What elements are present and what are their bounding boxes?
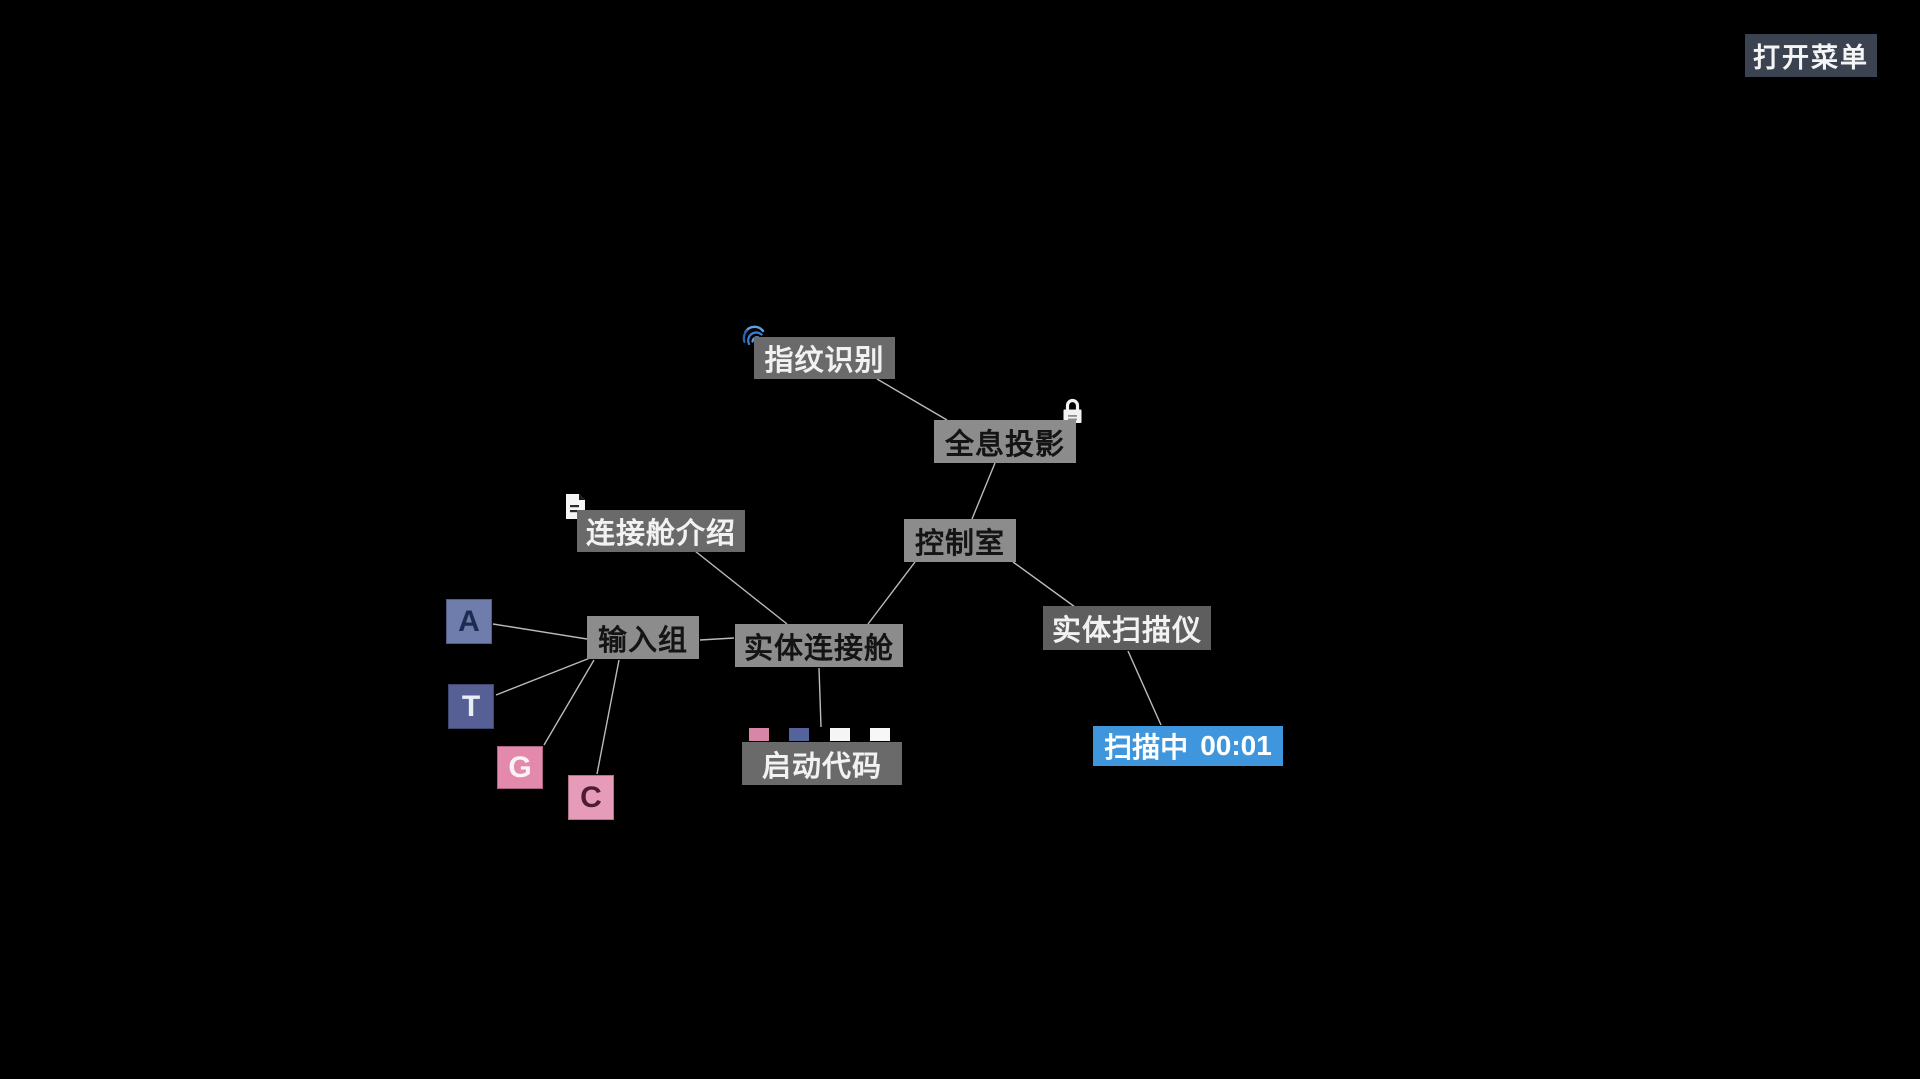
code-slot-4 [870, 728, 890, 741]
node-scanning[interactable]: 扫描中 00:01 [1093, 726, 1283, 766]
edge-hologram-control-room [971, 462, 996, 520]
code-slot-3 [830, 728, 850, 741]
code-slot-row [749, 728, 899, 742]
node-holographic-projection[interactable]: 全息投影 [934, 420, 1076, 463]
node-physical-connection-cabin[interactable]: 实体连接舱 [735, 624, 903, 667]
code-slot-2 [789, 728, 809, 741]
node-control-room[interactable]: 控制室 [904, 519, 1016, 562]
node-input-group[interactable]: 输入组 [587, 616, 699, 659]
code-slot-1 [749, 728, 769, 741]
node-fingerprint-recognition[interactable]: 指纹识别 [754, 337, 895, 379]
node-physical-scanner[interactable]: 实体扫描仪 [1043, 606, 1211, 650]
edge-fingerprint-hologram [876, 378, 948, 421]
open-menu-button[interactable]: 打开菜单 [1745, 34, 1877, 77]
scanning-timer: 00:01 [1200, 730, 1272, 761]
edge-tile-t-input-group [495, 657, 591, 696]
edge-tile-g-input-group [543, 659, 595, 746]
edge-control-room-physical-cabin [867, 561, 916, 625]
tile-a[interactable]: A [446, 599, 492, 644]
edge-scanner-scanning [1127, 650, 1162, 726]
edge-tile-a-input-group [492, 623, 588, 640]
tile-c[interactable]: C [568, 775, 614, 820]
edge-control-room-scanner [1012, 561, 1076, 608]
edge-input-group-physical-cabin [699, 637, 735, 641]
tile-g[interactable]: G [497, 746, 543, 789]
edge-cabin-intro-physical-cabin [694, 550, 788, 625]
node-connection-cabin-intro[interactable]: 连接舱介绍 [577, 510, 745, 552]
node-launch-code[interactable]: 启动代码 [742, 742, 902, 785]
edge-physical-cabin-launch-code [818, 667, 822, 728]
tile-t[interactable]: T [448, 684, 494, 729]
scanning-label: 扫描中 [1104, 732, 1189, 763]
edge-tile-c-input-group [596, 659, 620, 775]
